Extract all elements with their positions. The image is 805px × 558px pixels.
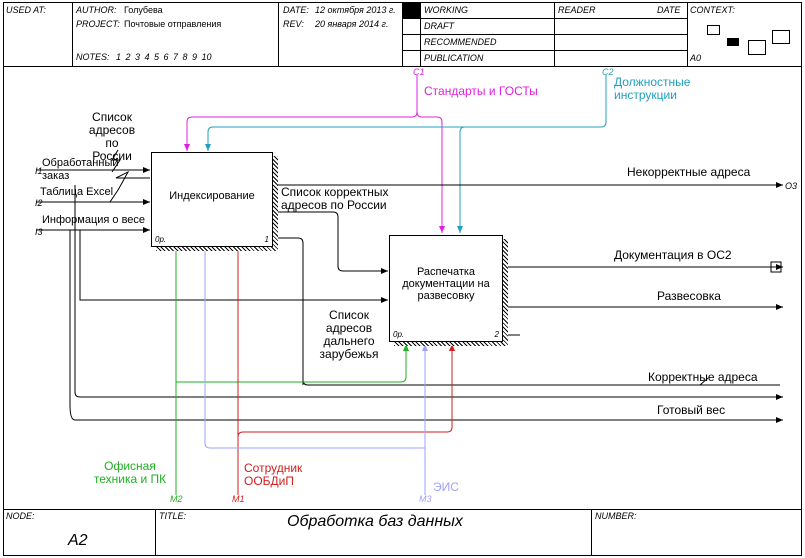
- label-i3: Информация о весе: [42, 214, 146, 226]
- label-list-correct: Список корректных адресов по России: [281, 185, 389, 212]
- code-i1: I1: [35, 166, 43, 176]
- status-marker: [403, 3, 420, 18]
- context-node: A0: [690, 53, 702, 63]
- header-divider: [72, 2, 73, 66]
- tunnel-doc-os2: [770, 261, 782, 273]
- code-o3: O3: [785, 181, 798, 191]
- title-label: TITLE:: [159, 511, 187, 521]
- box-indexing-title: Индексирование: [169, 190, 255, 202]
- arrow-c1: [184, 75, 445, 233]
- header-row-line: [402, 50, 687, 51]
- header-divider: [687, 2, 688, 66]
- label-i2: Таблица Excel: [40, 186, 114, 198]
- header-row-line: [402, 34, 687, 35]
- code-c1: C1: [413, 67, 425, 77]
- label-m2: Офисная техника и ПК: [93, 459, 167, 486]
- label-doc-os2: Документация в ОС2: [614, 248, 732, 262]
- used-at-label: USED AT:: [6, 5, 46, 15]
- arrow-m1: [235, 222, 455, 495]
- box-indexing-cost: 0р.: [155, 235, 167, 244]
- label-m3: ЭИС: [433, 480, 459, 494]
- status-draft: DRAFT: [424, 21, 454, 31]
- box-indexing-number: 1: [264, 235, 269, 244]
- author-value: Голубева: [124, 5, 163, 15]
- arrow-ready-weight: [69, 230, 783, 423]
- project-label: PROJECT:: [76, 19, 120, 29]
- author-label: AUTHOR:: [76, 5, 117, 15]
- code-m3: M3: [419, 494, 432, 504]
- squiggle-list-russia: [111, 149, 121, 173]
- rev-label: REV:: [283, 19, 304, 29]
- label-o3: Некорректные адреса: [627, 165, 751, 179]
- box-print-docs[interactable]: Распечатка документации на развесовку 0р…: [389, 235, 503, 342]
- date-value: 12 октября 2013 г.: [315, 5, 396, 15]
- label-correct-addresses: Корректные адреса: [648, 370, 758, 384]
- rev-value: 20 января 2014 г.: [315, 19, 389, 29]
- project-value: Почтовые отправления: [124, 19, 222, 29]
- label-i1: Обработанный заказ: [42, 157, 119, 182]
- label-c2: Должностные инструкции: [614, 75, 691, 102]
- box-indexing[interactable]: Индексирование 0р. 1: [151, 152, 273, 247]
- arrow-m2: [173, 222, 409, 495]
- footer-divider: [591, 509, 592, 556]
- label-list-russia: Список адресов по России: [88, 110, 136, 163]
- label-list-abroad: Список адресов дальнего зарубежья: [319, 308, 379, 361]
- reader-date-label: DATE: [657, 5, 681, 15]
- status-recommended: RECOMMENDED: [424, 37, 497, 47]
- arrow-c2: [205, 75, 607, 233]
- header-bottom-line: [3, 66, 802, 67]
- box-print-docs-cost: 0р.: [393, 330, 405, 339]
- notes-value: 1 2 3 4 5 6 7 8 9 10: [116, 52, 212, 62]
- header-divider: [278, 2, 279, 66]
- date-label: DATE:: [283, 5, 309, 15]
- label-m1: Сотрудник ООБДиП: [244, 461, 303, 488]
- code-i2: I2: [35, 198, 43, 208]
- footer-top-line: [3, 509, 802, 510]
- footer-divider: [155, 509, 156, 556]
- diagram-title: Обработка баз данных: [287, 513, 463, 530]
- label-ready-weight: Готовый вес: [657, 403, 726, 417]
- status-working: WORKING: [424, 5, 468, 15]
- status-publication: PUBLICATION: [424, 53, 484, 63]
- arrow-i2: [36, 170, 150, 205]
- label-c1: Стандарты и ГОСТы: [424, 84, 538, 98]
- reader-label: READER: [558, 5, 596, 15]
- code-i3: I3: [35, 227, 43, 237]
- code-m1: M1: [232, 494, 245, 504]
- code-c2: C2: [602, 67, 614, 77]
- node-label: NODE:: [6, 511, 35, 521]
- label-weighing: Развесовка: [657, 289, 721, 303]
- box-print-docs-number: 2: [494, 330, 499, 339]
- arrow-m3: [202, 222, 428, 495]
- box-print-docs-title: Распечатка документации на развесовку: [402, 266, 490, 302]
- node-value: A2: [68, 532, 88, 549]
- code-m2: M2: [170, 494, 183, 504]
- arrow-list-correct: [272, 211, 388, 274]
- context-label: CONTEXT:: [690, 5, 735, 15]
- number-label: NUMBER:: [595, 511, 637, 521]
- notes-label: NOTES:: [76, 52, 110, 62]
- header-row-line: [402, 18, 687, 19]
- arrow-i3: [36, 227, 388, 303]
